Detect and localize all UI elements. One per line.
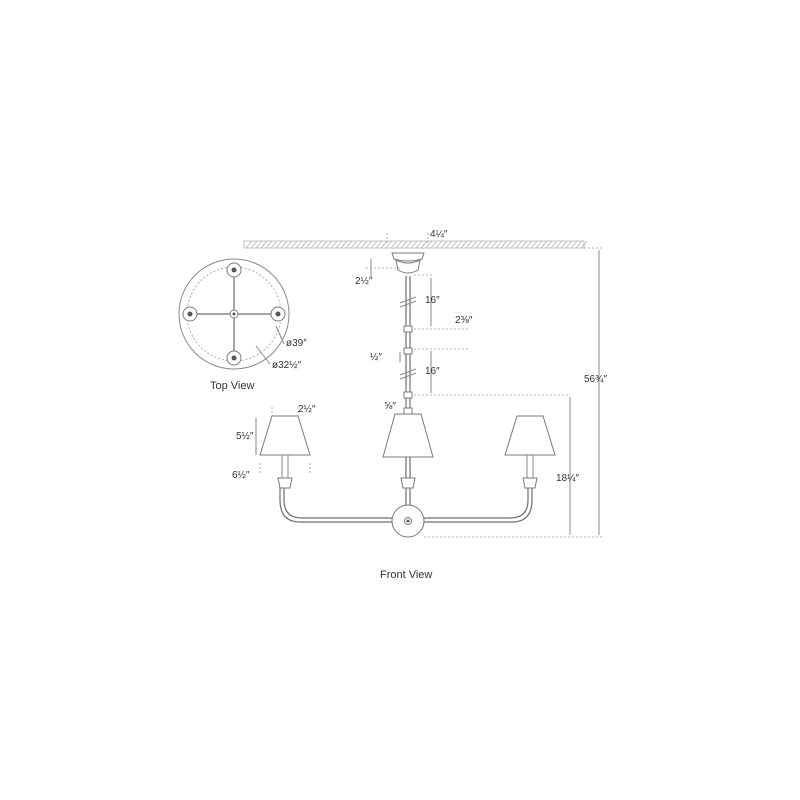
outer-diameter-circle <box>178 258 290 370</box>
coupling-label: ½″ <box>370 352 382 363</box>
arm-left <box>279 486 392 523</box>
front-view: 4¼″ 2½″ 16″ 2⅜″ ½″ 16″ ⅝″ 56¾″ 18¼″ 2½″ <box>232 228 607 581</box>
rod-lower-label: 16″ <box>425 366 440 377</box>
light-right <box>504 415 556 489</box>
rod-joint-label: 2⅜″ <box>455 315 473 326</box>
inner-diameter-label: ø32½″ <box>272 360 302 371</box>
light-left <box>259 415 311 489</box>
finial-label: ⅝″ <box>384 401 396 412</box>
canopy <box>391 252 425 262</box>
canopy-height-label: 2½″ <box>355 276 373 287</box>
shade-height-label: 5½″ <box>236 431 254 442</box>
top-view-socket <box>182 306 198 322</box>
top-view-caption: Top View <box>210 380 254 392</box>
overall-height-label: 56¾″ <box>584 374 607 385</box>
rod-upper-label: 16″ <box>425 295 440 306</box>
front-view-caption: Front View <box>380 569 432 581</box>
top-view-socket <box>226 262 242 278</box>
top-view: ø39″ ø32½″ Top View <box>178 258 307 392</box>
canopy-width-label: 4¼″ <box>430 228 448 240</box>
light-center <box>382 413 434 489</box>
shade-bottom-label: 6½″ <box>232 470 250 481</box>
arm-right <box>424 486 533 523</box>
fixture-height-label: 18¼″ <box>556 472 579 484</box>
top-view-socket <box>226 350 242 366</box>
top-view-socket <box>270 306 286 322</box>
outer-diameter-label: ø39″ <box>286 338 307 349</box>
ceiling-line <box>243 240 588 249</box>
shade-top-label: 2½″ <box>298 404 316 415</box>
